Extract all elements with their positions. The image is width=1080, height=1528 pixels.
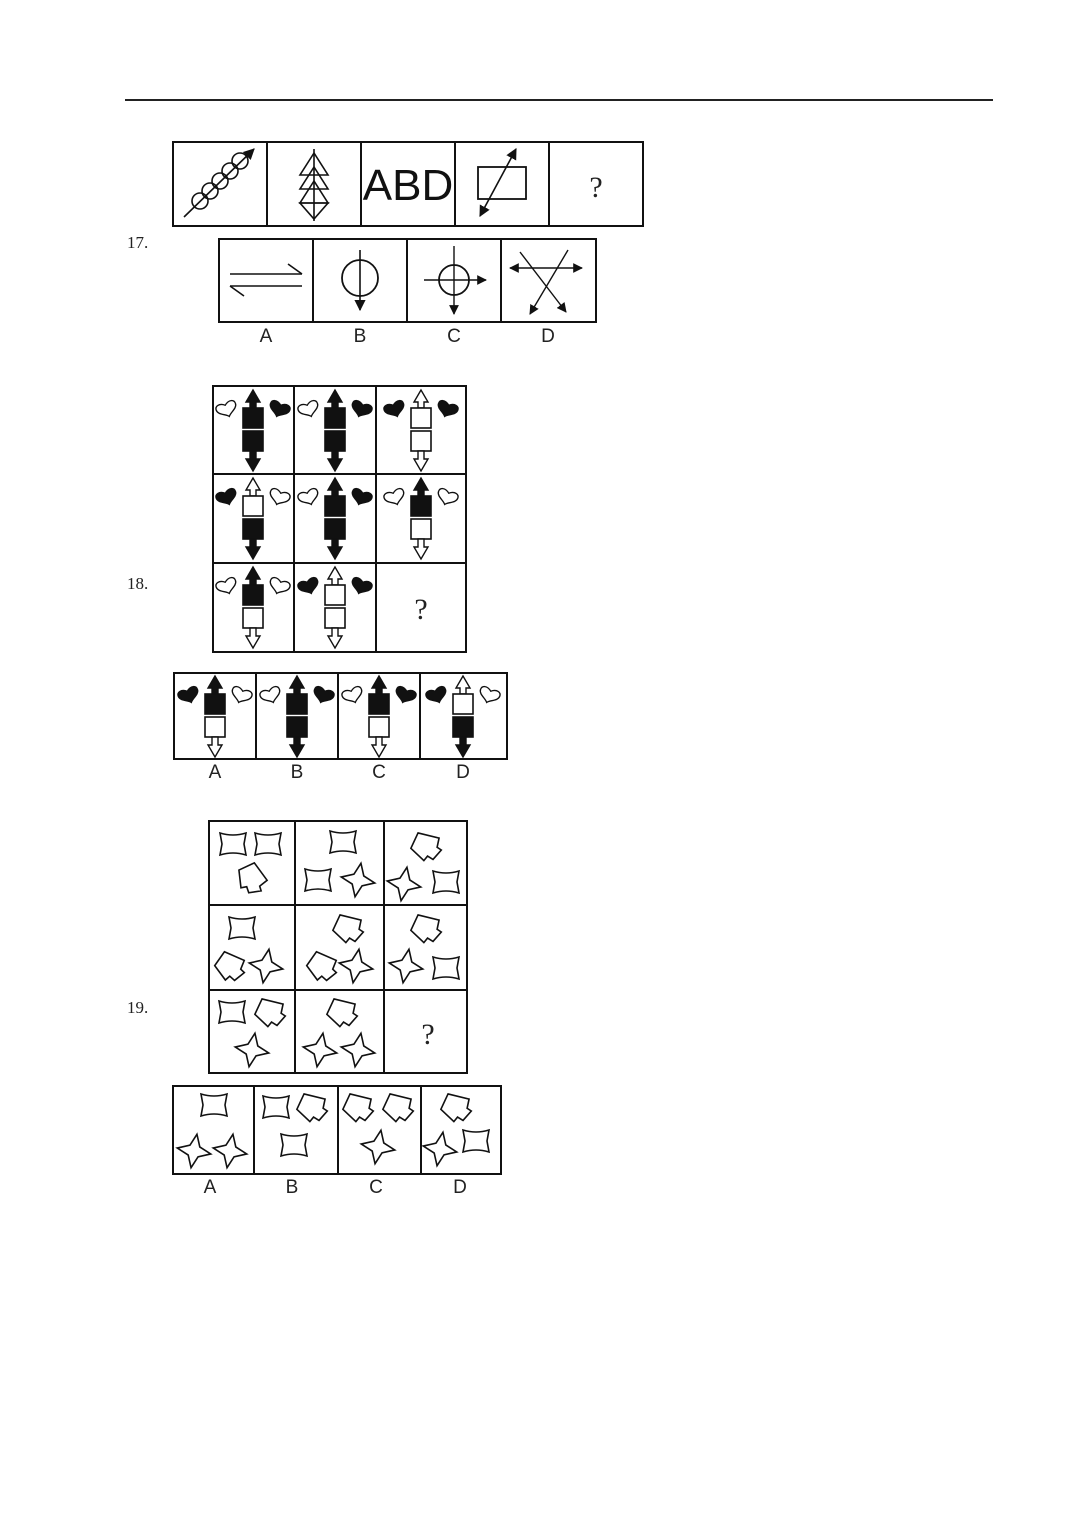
q17-option-b-figure [341,250,379,312]
q19-option-c-label: C [369,1177,383,1198]
q19-matrix-figure: ? [208,820,470,1076]
q19-matrix-cell-4-shape-1 [228,916,256,940]
q18-options-figure: A B C D [173,672,509,784]
q18-option-a-figure [176,674,254,759]
q19-matrix-cell-6-shape-2 [385,945,427,987]
q17-option-c-label: C [447,326,461,347]
q19-matrix-cell-5-shape-1 [327,907,369,949]
q19-option-a-label: A [204,1177,217,1198]
q18-matrix-figure-5 [296,476,374,561]
q18-option-c-figure [340,674,418,759]
q19-matrix-cell-5-shape-3 [335,945,377,987]
q17-option-a-label: A [260,326,273,347]
q19-matrix-cell-4-shape-3 [245,945,287,987]
q19-option-d-label: D [453,1177,467,1198]
q18-matrix-figure-2 [296,388,374,473]
q17-sequence-figure: ABD ? [172,141,644,227]
q19-matrix-cell-2-shape-3 [337,859,379,901]
q18-option-d-figure [424,674,502,759]
q19-matrix-cell-3-shape-3 [432,870,460,894]
q17-option-a-figure [229,263,303,297]
q18-matrix-figure-4 [214,476,292,561]
header-rule [125,99,993,101]
q19-matrix-cell-1-shape-3 [231,857,273,899]
q19-option-b-shape-3 [280,1133,308,1157]
q19-matrix-cell-5-shape-2 [303,947,341,985]
q19-option-c-shape-3 [357,1126,399,1168]
q19-option-d-shape-2 [419,1128,461,1170]
q17-cell-letters: ABD [363,161,453,210]
q17-cell-stacked-triangles [298,149,330,221]
q17-cell-circles-on-arrow [183,148,255,218]
q18-matrix-figure: ? [212,385,468,655]
q19-option-c-shape-2 [377,1086,419,1128]
q19-matrix-cell-7-shape-1 [218,1000,246,1024]
q18-option-b-figure [258,674,336,759]
q18-option-c-label: C [372,762,386,783]
q17-unknown-cell: ? [589,171,602,204]
q18-matrix-figure-6 [382,476,460,561]
q17-options-figure: A B C D [218,238,598,348]
q19-matrix-cell-8-shape-1 [321,991,363,1033]
q19-option-a-shape-3 [209,1130,251,1172]
q19-options-figure: A B C D [172,1085,504,1198]
q17-option-b-label: B [354,326,367,347]
q17-option-d-figure [509,249,583,315]
q18-unknown-cell: ? [414,593,427,626]
q18-option-a-label: A [209,762,222,783]
q19-matrix-cell-1-shape-1 [219,832,247,856]
q19-option-b-shape-1 [262,1095,290,1119]
q19-matrix-cell-4-shape-2 [211,947,249,985]
q17-cell-rect-with-arrow [477,148,527,217]
q19-matrix-cell-7-shape-2 [249,991,291,1033]
q18-matrix-figure-7 [214,565,292,650]
q19-matrix-cell-7-shape-3 [231,1029,273,1071]
q19-matrix-cell-2-shape-2 [304,868,332,892]
q19-option-d-shape-1 [435,1086,477,1128]
q19-option-b-shape-2 [291,1086,333,1128]
q19-unknown-cell: ? [421,1018,434,1051]
q17-option-d-label: D [541,326,555,347]
q19-option-a-shape-2 [173,1130,215,1172]
q19-matrix-cell-2-shape-1 [329,830,357,854]
question-number-18: 18. [127,574,149,593]
q19-matrix-cell-6-shape-1 [405,907,447,949]
q18-matrix-figure-3 [382,388,460,473]
q18-matrix-figure-1 [214,388,292,473]
question-number-17: 17. [127,233,149,252]
q19-option-d-shape-3 [462,1129,490,1153]
q17-option-c-figure [424,246,487,315]
q19-matrix-cell-1-shape-2 [254,832,282,856]
q18-option-b-label: B [291,762,304,783]
q19-option-b-label: B [286,1177,299,1198]
q19-matrix-cell-6-shape-3 [432,956,460,980]
q19-matrix-cell-8-shape-2 [299,1029,341,1071]
q19-option-c-shape-1 [337,1086,379,1128]
q18-option-d-label: D [456,762,470,783]
q19-option-a-shape-1 [200,1093,228,1117]
q19-matrix-cell-8-shape-3 [337,1029,379,1071]
q19-matrix-cell-3-shape-2 [383,863,425,905]
q18-matrix-figure-8 [296,565,374,650]
q19-matrix-cell-3-shape-1 [405,825,447,867]
question-number-19: 19. [127,998,149,1017]
